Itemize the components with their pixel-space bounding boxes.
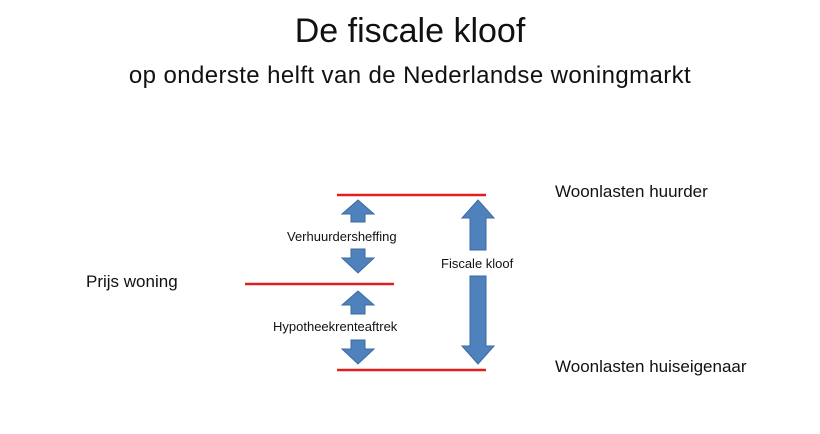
hypotheekrenteaftrek-down-arrow [340, 339, 376, 365]
label-woonlasten-huurder: Woonlasten huurder [555, 182, 708, 201]
verhuurdersheffing-down-arrow [340, 248, 376, 274]
diagram-subtitle: op onderste helft van de Nederlandse won… [128, 62, 692, 89]
hypotheekrenteaftrek-up-arrow [340, 290, 376, 315]
fiscale-kloof-down-arrow [460, 275, 496, 365]
label-prijs-woning: Prijs woning [86, 272, 178, 291]
label-hypotheekrenteaftrek: Hypotheekrenteaftrek [271, 319, 400, 334]
fiscale-kloof-up-arrow [460, 199, 496, 251]
label-woonlasten-huiseigenaar: Woonlasten huiseigenaar [555, 357, 747, 376]
verhuurdersheffing-up-arrow [340, 199, 376, 223]
diagram-title: De fiscale kloof [294, 12, 526, 50]
label-fiscale-kloof: Fiscale kloof [439, 256, 516, 271]
label-verhuurdersheffing: Verhuurdersheffing [285, 229, 399, 244]
